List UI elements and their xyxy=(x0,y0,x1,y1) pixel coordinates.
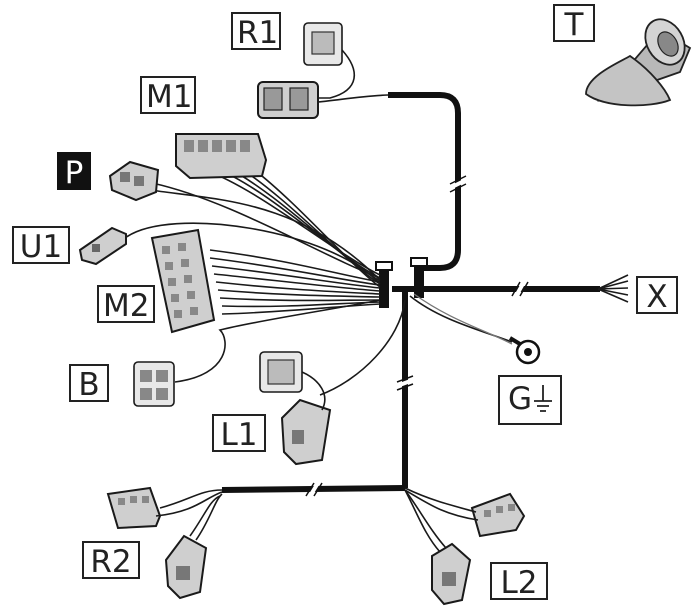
connector-m2 xyxy=(150,228,216,334)
label-l2: L2 xyxy=(490,562,548,601)
label-m1: M1 xyxy=(140,76,196,115)
ground-symbol-icon xyxy=(534,385,553,412)
harness-bundles xyxy=(221,92,600,498)
label-t: T xyxy=(553,4,595,43)
label-u1: U1 xyxy=(12,226,70,265)
connector-l1 xyxy=(259,351,332,466)
connector-r2 xyxy=(106,486,223,600)
connector-b xyxy=(133,361,175,407)
connector-m1 xyxy=(175,133,268,180)
label-p: P xyxy=(57,152,91,191)
junction-clamps xyxy=(375,257,428,308)
x-wire-ends xyxy=(597,274,629,303)
label-r2: R2 xyxy=(82,541,140,580)
fan-wires xyxy=(124,167,513,396)
grommet-t xyxy=(585,18,692,107)
label-m2: M2 xyxy=(97,285,155,324)
label-r1: R1 xyxy=(231,12,281,51)
label-x: X xyxy=(636,276,678,315)
ground-lug-g xyxy=(508,336,541,365)
label-l1: L1 xyxy=(212,414,266,453)
connector-l2 xyxy=(404,487,526,606)
label-b: B xyxy=(69,364,109,403)
connector-p xyxy=(108,160,160,202)
connector-r1 xyxy=(257,22,389,119)
label-g: G xyxy=(498,375,562,425)
label-g-text: G xyxy=(508,381,533,417)
connector-u1 xyxy=(78,226,127,266)
